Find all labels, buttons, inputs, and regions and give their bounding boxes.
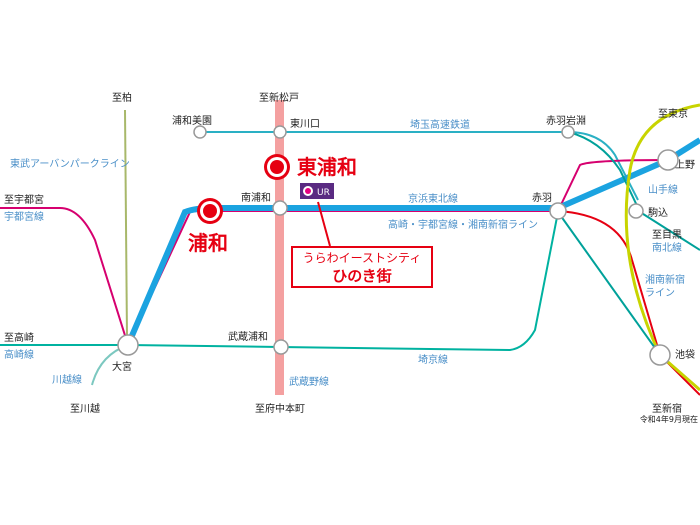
line-label-musashino: 武蔵野線 <box>289 375 329 388</box>
dir-takasaki: 至高崎 <box>4 331 34 344</box>
line-label-takasaki: 高崎線 <box>4 348 34 361</box>
line-label-saitama-rapid: 埼玉高速鉄道 <box>410 118 470 131</box>
dir-shin-matsudo: 至新松戸 <box>259 91 299 104</box>
yamanote-line <box>624 103 700 392</box>
line-label-tobu: 東武アーバンパークライン <box>10 157 130 170</box>
tobu-urban-park-line <box>124 109 128 339</box>
label-musashi-urawa: 武蔵浦和 <box>228 330 268 343</box>
callout-line2: ひのき街 <box>332 267 392 285</box>
dir-shinjuku: 至新宿 <box>652 402 682 415</box>
label-akabane: 赤羽 <box>532 192 552 204</box>
line-label-utsunomiya: 宇都宮線 <box>4 210 44 223</box>
label-urawa: 浦和 <box>188 231 228 255</box>
ur-logo-text: UR <box>317 188 330 198</box>
ur-logo: UR <box>300 183 334 199</box>
label-urawa-misono: 浦和美園 <box>172 114 212 127</box>
saikyo-line <box>0 211 559 352</box>
label-omiya: 大宮 <box>112 360 132 373</box>
station-ikebukuro <box>649 344 671 366</box>
line-label-nanboku: 南北線 <box>652 241 682 254</box>
saikyo-extension-line <box>557 211 661 356</box>
callout-pointer <box>317 201 331 247</box>
station-komagome <box>628 203 644 219</box>
station-urawa-misono <box>193 125 207 139</box>
dir-fuchu-hommachi: 至府中本町 <box>255 402 305 415</box>
label-higashi-urawa: 東浦和 <box>297 155 357 179</box>
dir-kawagoe: 至川越 <box>70 402 100 415</box>
label-akabane-iwabuchi: 赤羽岩淵 <box>546 114 586 127</box>
line-label-shonan-2: ライン <box>645 287 675 299</box>
station-akabane <box>549 202 567 220</box>
line-label-yamanote: 山手線 <box>648 183 678 196</box>
dir-kashiwa: 至柏 <box>112 91 132 104</box>
station-ueno <box>657 149 679 171</box>
line-label-kawagoe: 川越線 <box>52 373 82 386</box>
callout-line1: うらわイーストシティ <box>302 251 422 265</box>
dir-utsunomiya: 至宇都宮 <box>4 193 44 206</box>
dir-meguro: 至目黒 <box>652 229 682 241</box>
station-minami-urawa <box>272 200 288 216</box>
to-shinjuku-line <box>557 210 700 396</box>
nanboku-line <box>567 131 700 251</box>
label-minami-urawa: 南浦和 <box>241 191 271 204</box>
station-akabane-iwabuchi <box>561 125 575 139</box>
line-label-keihin-tohoku: 京浜東北線 <box>408 192 458 205</box>
date-note: 令和4年9月現在 <box>639 415 698 424</box>
highlight-urawa <box>197 198 223 224</box>
line-label-shonan: 高崎・宇都宮線・湘南新宿ライン <box>388 218 538 231</box>
station-omiya <box>117 334 139 356</box>
line-label-shonan-1: 湘南新宿 <box>645 273 685 286</box>
callout-box: うらわイーストシティ ひのき街 <box>291 246 433 288</box>
label-higashi-kawaguchi: 東川口 <box>290 117 320 130</box>
label-komagome: 駒込 <box>648 207 668 219</box>
label-ikebukuro: 池袋 <box>675 348 695 361</box>
musashino-line <box>275 100 284 395</box>
line-label-saikyo: 埼京線 <box>418 353 448 366</box>
highlight-higashi-urawa <box>264 154 290 180</box>
station-musashi-urawa <box>273 339 289 355</box>
label-ueno: 上野 <box>675 159 695 171</box>
dir-tokyo: 至東京 <box>658 107 688 120</box>
station-higashi-kawaguchi <box>273 125 287 139</box>
